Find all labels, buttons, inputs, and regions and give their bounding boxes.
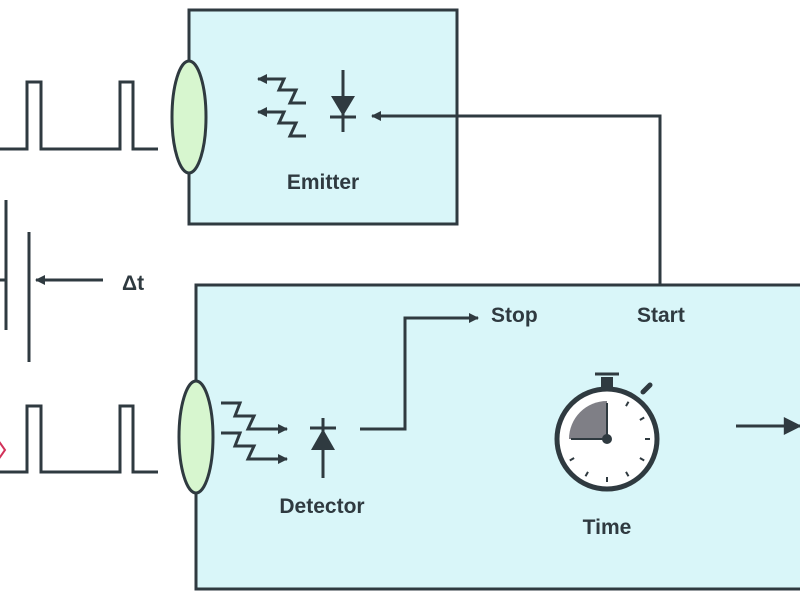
detector-lens-icon <box>177 379 215 495</box>
delta-t-label: Δt <box>122 272 144 295</box>
photodiode-icon <box>310 418 336 478</box>
stop-signal-line <box>360 313 479 431</box>
start-label: Start <box>637 304 685 327</box>
time-label: Time <box>583 516 632 539</box>
detector-box <box>194 283 800 591</box>
start-trigger-line <box>371 111 662 285</box>
emitted-pulse-train <box>0 80 158 151</box>
stop-label: Stop <box>491 304 538 327</box>
emitter-label: Emitter <box>287 171 359 194</box>
emitter-diode-icon <box>330 70 356 132</box>
received-pulse-train <box>0 404 158 474</box>
detector-label: Detector <box>279 495 364 518</box>
received-light-arrows-icon <box>221 401 288 464</box>
emitted-light-arrows-icon <box>257 74 306 138</box>
elapsed-time-sector <box>569 401 607 439</box>
red-edge-mark <box>0 441 7 459</box>
stopwatch-icon <box>554 372 660 492</box>
emitter-lens-icon <box>170 59 208 175</box>
